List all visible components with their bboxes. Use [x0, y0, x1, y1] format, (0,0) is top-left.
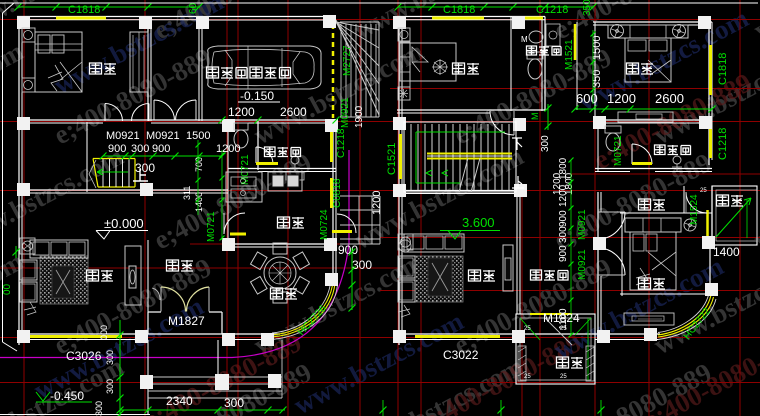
- svg-text:700: 700: [194, 157, 204, 172]
- svg-text:1200: 1200: [371, 191, 383, 215]
- svg-text:M2727: M2727: [342, 45, 353, 76]
- svg-text:300: 300: [105, 379, 115, 394]
- svg-text:300: 300: [135, 161, 155, 175]
- svg-text:C1818: C1818: [68, 4, 100, 16]
- svg-text:M0721: M0721: [206, 211, 217, 242]
- svg-text:M1824: M1824: [543, 311, 580, 325]
- svg-text:2600: 2600: [655, 91, 684, 106]
- svg-text:-0.150: -0.150: [240, 89, 274, 103]
- svg-text:M: M: [521, 35, 528, 44]
- svg-text:C1521: C1521: [386, 143, 398, 175]
- svg-text:C1218: C1218: [536, 4, 568, 16]
- svg-text:300: 300: [540, 135, 551, 152]
- svg-text:M0921: M0921: [106, 130, 140, 142]
- svg-text:1500: 1500: [591, 36, 603, 60]
- svg-text:www.bstzcs.com: www.bstzcs.com: [749, 0, 760, 45]
- svg-text:25: 25: [560, 374, 567, 380]
- svg-text:900: 900: [108, 143, 126, 155]
- svg-text:M1521: M1521: [564, 39, 575, 70]
- svg-text:300: 300: [131, 143, 149, 155]
- svg-text:25: 25: [560, 326, 567, 332]
- svg-text:1200: 1200: [558, 184, 569, 207]
- svg-text:350: 350: [591, 70, 603, 88]
- svg-text:M0921: M0921: [577, 209, 588, 240]
- svg-text:2340: 2340: [166, 394, 193, 408]
- svg-text:1500: 1500: [186, 130, 210, 142]
- svg-text:2600: 2600: [280, 105, 307, 119]
- svg-text:300: 300: [105, 350, 115, 365]
- svg-text:25: 25: [524, 326, 531, 332]
- svg-text:1400: 1400: [194, 192, 204, 212]
- svg-text:60: 60: [188, 2, 199, 14]
- svg-text:-0.450: -0.450: [50, 389, 84, 403]
- svg-text:300: 300: [558, 226, 569, 243]
- svg-text:25: 25: [524, 374, 531, 380]
- svg-text:M1524: M1524: [689, 194, 700, 225]
- svg-text:C1818: C1818: [443, 4, 475, 16]
- svg-text:3.600: 3.600: [462, 215, 495, 230]
- svg-text:900: 900: [558, 245, 569, 262]
- svg-text:M0721: M0721: [613, 135, 624, 166]
- svg-text:300: 300: [352, 258, 372, 272]
- svg-text:1200: 1200: [228, 105, 255, 119]
- svg-text:900: 900: [338, 243, 358, 257]
- svg-text:C1218: C1218: [336, 128, 347, 158]
- svg-text:000: 000: [99, 325, 109, 340]
- svg-text:300: 300: [224, 396, 244, 410]
- svg-text:1900: 1900: [354, 105, 365, 128]
- svg-text:M0921: M0921: [340, 97, 351, 128]
- svg-text:1200: 1200: [552, 172, 563, 195]
- svg-text:C3026: C3026: [66, 349, 102, 363]
- svg-text:311: 311: [182, 186, 192, 200]
- svg-text:M0921: M0921: [577, 249, 588, 280]
- svg-text:600: 600: [576, 91, 598, 106]
- svg-text:C1818: C1818: [717, 53, 729, 85]
- svg-text:±0.000: ±0.000: [104, 216, 144, 231]
- svg-text:350: 350: [582, 0, 593, 16]
- svg-text:00: 00: [2, 283, 13, 295]
- svg-text:M: M: [530, 113, 540, 121]
- svg-text:M1827: M1827: [168, 314, 205, 328]
- svg-text:300: 300: [94, 401, 104, 416]
- svg-text:1400: 1400: [713, 245, 740, 259]
- svg-text:1200: 1200: [607, 91, 636, 106]
- svg-text:1200: 1200: [216, 143, 240, 155]
- svg-text:M0724: M0724: [319, 209, 330, 240]
- svg-text:C1218: C1218: [717, 128, 729, 160]
- svg-text:900: 900: [152, 143, 170, 155]
- svg-text:25: 25: [700, 188, 707, 194]
- svg-text:1100: 1100: [558, 308, 569, 330]
- svg-text:900: 900: [558, 210, 569, 227]
- svg-text:M0921: M0921: [146, 130, 180, 142]
- svg-text:M0721: M0721: [240, 154, 251, 185]
- svg-text:1800: 1800: [558, 157, 569, 180]
- svg-text:C0818: C0818: [332, 178, 343, 208]
- svg-text:C3022: C3022: [443, 348, 479, 362]
